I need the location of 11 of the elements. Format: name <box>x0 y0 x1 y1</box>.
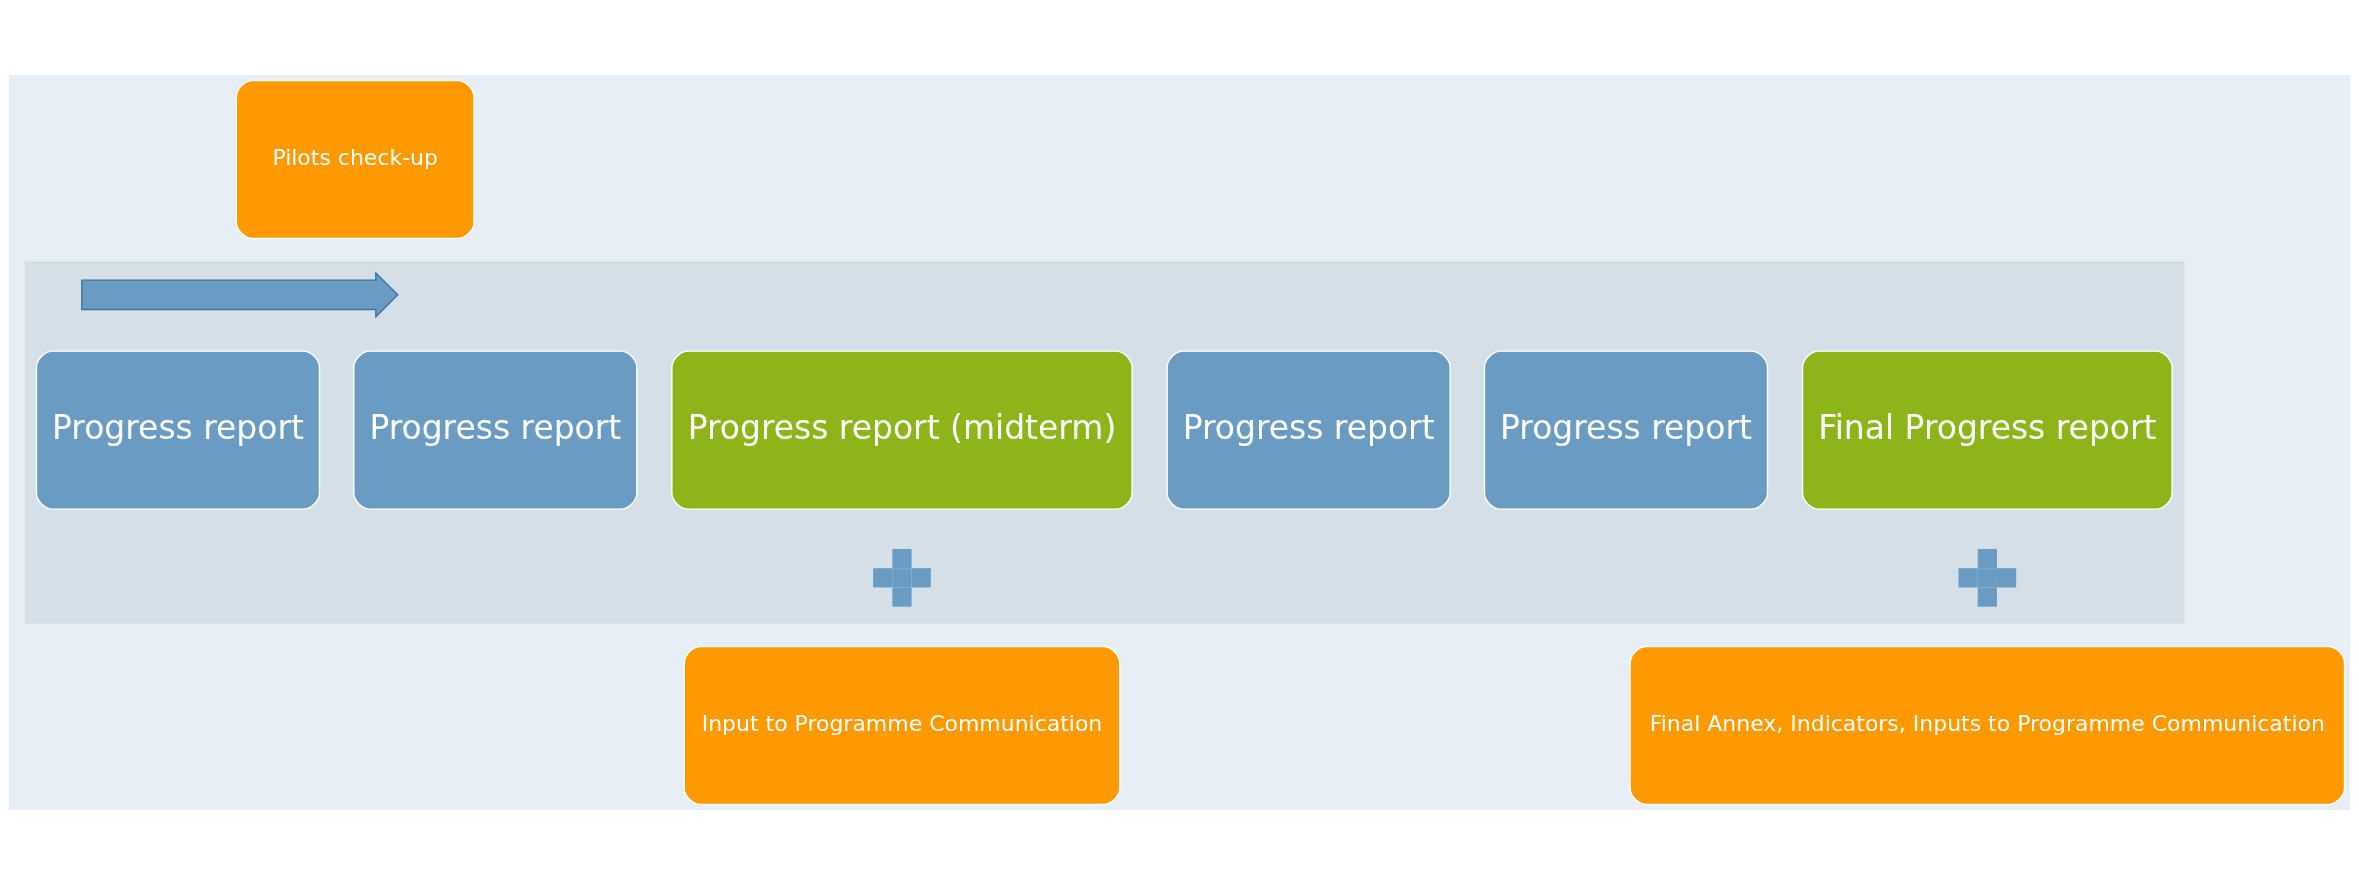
node-box: Pilots check-up <box>235 79 475 239</box>
node-box: Final Progress report <box>1801 349 2173 510</box>
cluster <box>24 260 2185 624</box>
node-box: Input to Programme Communication <box>683 645 1121 805</box>
node-box: Final Annex, Indicators, Inputs to Programme Communication <box>1629 645 2346 805</box>
node-box: Progress report <box>35 349 321 510</box>
node-box: Progress report (midterm) <box>671 349 1133 510</box>
node-box: Progress report <box>1166 349 1451 510</box>
node-arrow <box>81 270 399 318</box>
node-box: Progress report <box>1483 349 1769 510</box>
node-box: Progress report <box>353 349 638 510</box>
